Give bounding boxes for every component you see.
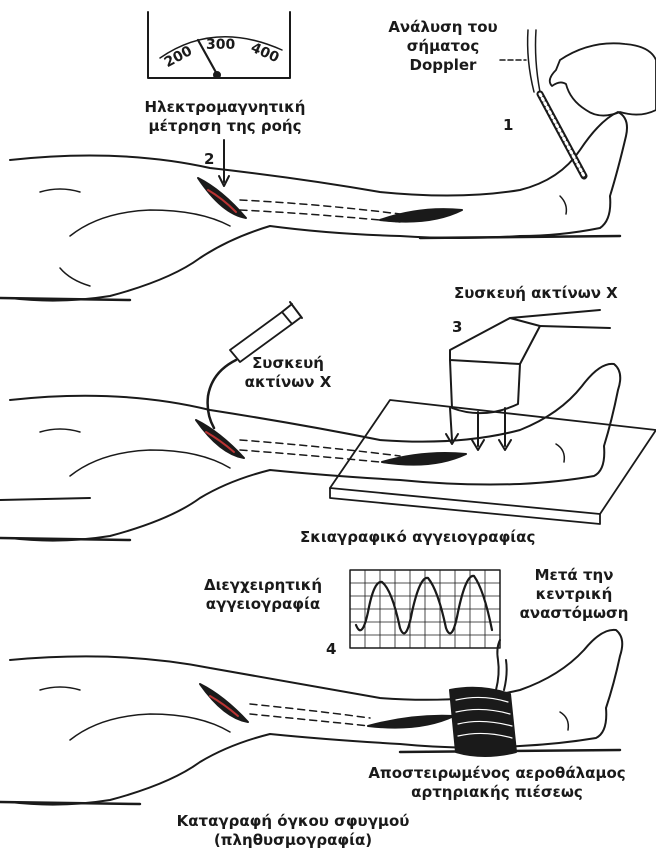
leg-1-outline [10, 112, 627, 301]
syringe-label: Συσκευή ακτίνων X [238, 354, 338, 392]
incision-calf-3 [368, 716, 454, 728]
after-anastomosis-label: Μετά την κεντρική αναστόμωση [506, 566, 642, 623]
xray-device-label: Συσκευή ακτίνων X [454, 284, 618, 303]
pressure-cuff [450, 640, 516, 756]
xray-head [446, 310, 610, 450]
incision-calf-1 [380, 209, 462, 222]
film-plate [330, 400, 656, 514]
hand-1 [550, 43, 656, 115]
step-2-number: 2 [204, 150, 214, 169]
angiography-film-label: Σκιαγραφικό αγγειογραφίας [300, 528, 535, 547]
flow-measurement-label: Ηλεκτρομαγνητική μέτρηση της ροής [130, 98, 320, 136]
intraoperative-angiography-label: Διεγχειρητική αγγειογραφία [188, 576, 338, 614]
step-4-number: 4 [326, 640, 336, 659]
incision-calf-2 [382, 453, 466, 465]
panel-1-art [0, 12, 656, 301]
sterile-cuff-label: Αποστειρωμένος αεροθάλαμος αρτηριακής πι… [352, 764, 642, 802]
step-1-number: 1 [503, 116, 513, 135]
pulse-volume-recording-label: Καταγραφή όγκου σφυγμού (πληθυσμογραφία) [158, 812, 428, 850]
incision-thigh-3 [200, 684, 248, 722]
pulse-trace-chart [350, 570, 500, 648]
meter-tick-300: 300 [206, 36, 235, 55]
incision-thigh-2 [196, 420, 244, 458]
panel-2-art [0, 302, 656, 541]
step-3-number: 3 [452, 318, 462, 337]
pulse-waveform [356, 576, 492, 633]
doppler-analysis-label: Ανάλυση του σήματος Doppler [384, 18, 502, 75]
